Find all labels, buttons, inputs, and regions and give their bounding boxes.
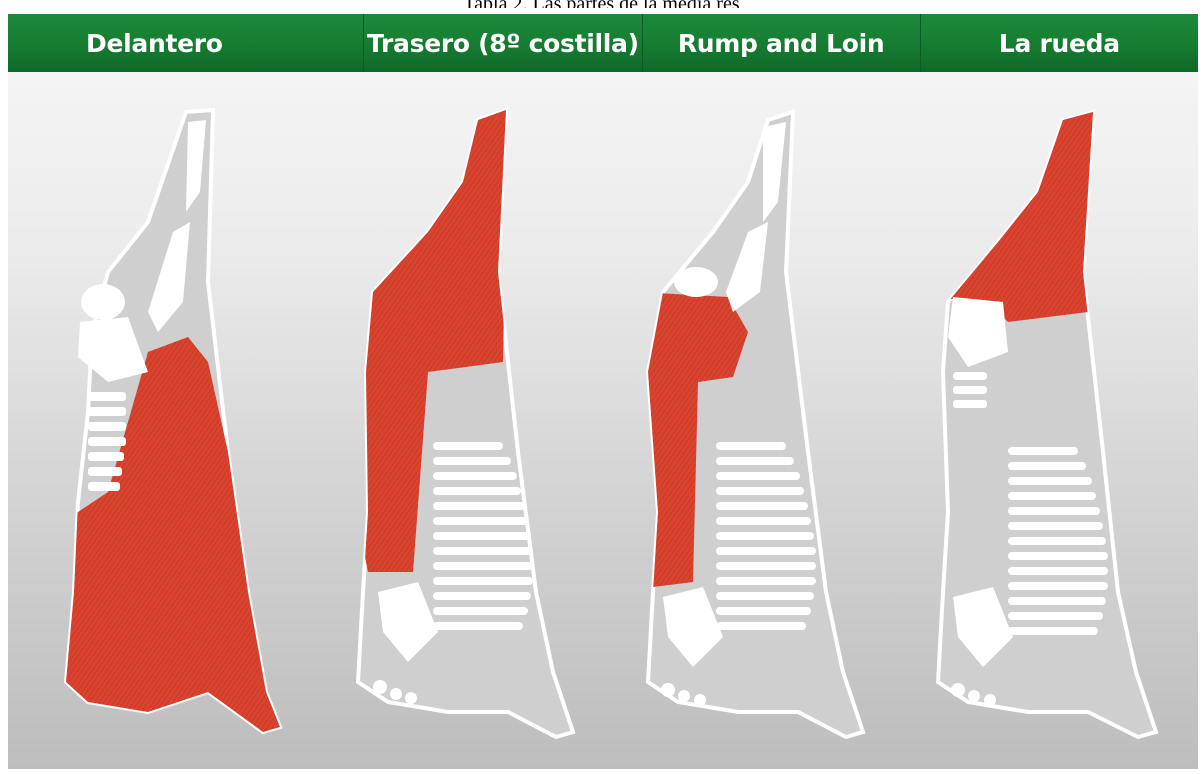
carcass-la-rueda	[928, 102, 1156, 737]
carcass-trasero	[348, 102, 573, 737]
header-delantero: Delantero	[8, 14, 364, 72]
header-trasero: Trasero (8º costilla)	[364, 14, 642, 72]
carcass-diagram-panel: Delantero Trasero (8º costilla) Rump and…	[8, 14, 1198, 769]
column-header-bar: Delantero Trasero (8º costilla) Rump and…	[8, 14, 1198, 72]
header-la-rueda: La rueda	[921, 14, 1198, 72]
carcass-illustrations	[8, 72, 1198, 769]
carcass-delantero	[48, 110, 298, 769]
figure-caption: Tabla 2. Las partes de la media res	[0, 0, 1203, 8]
carcass-rump-and-loin	[638, 112, 863, 737]
header-rump-and-loin: Rump and Loin	[643, 14, 921, 72]
